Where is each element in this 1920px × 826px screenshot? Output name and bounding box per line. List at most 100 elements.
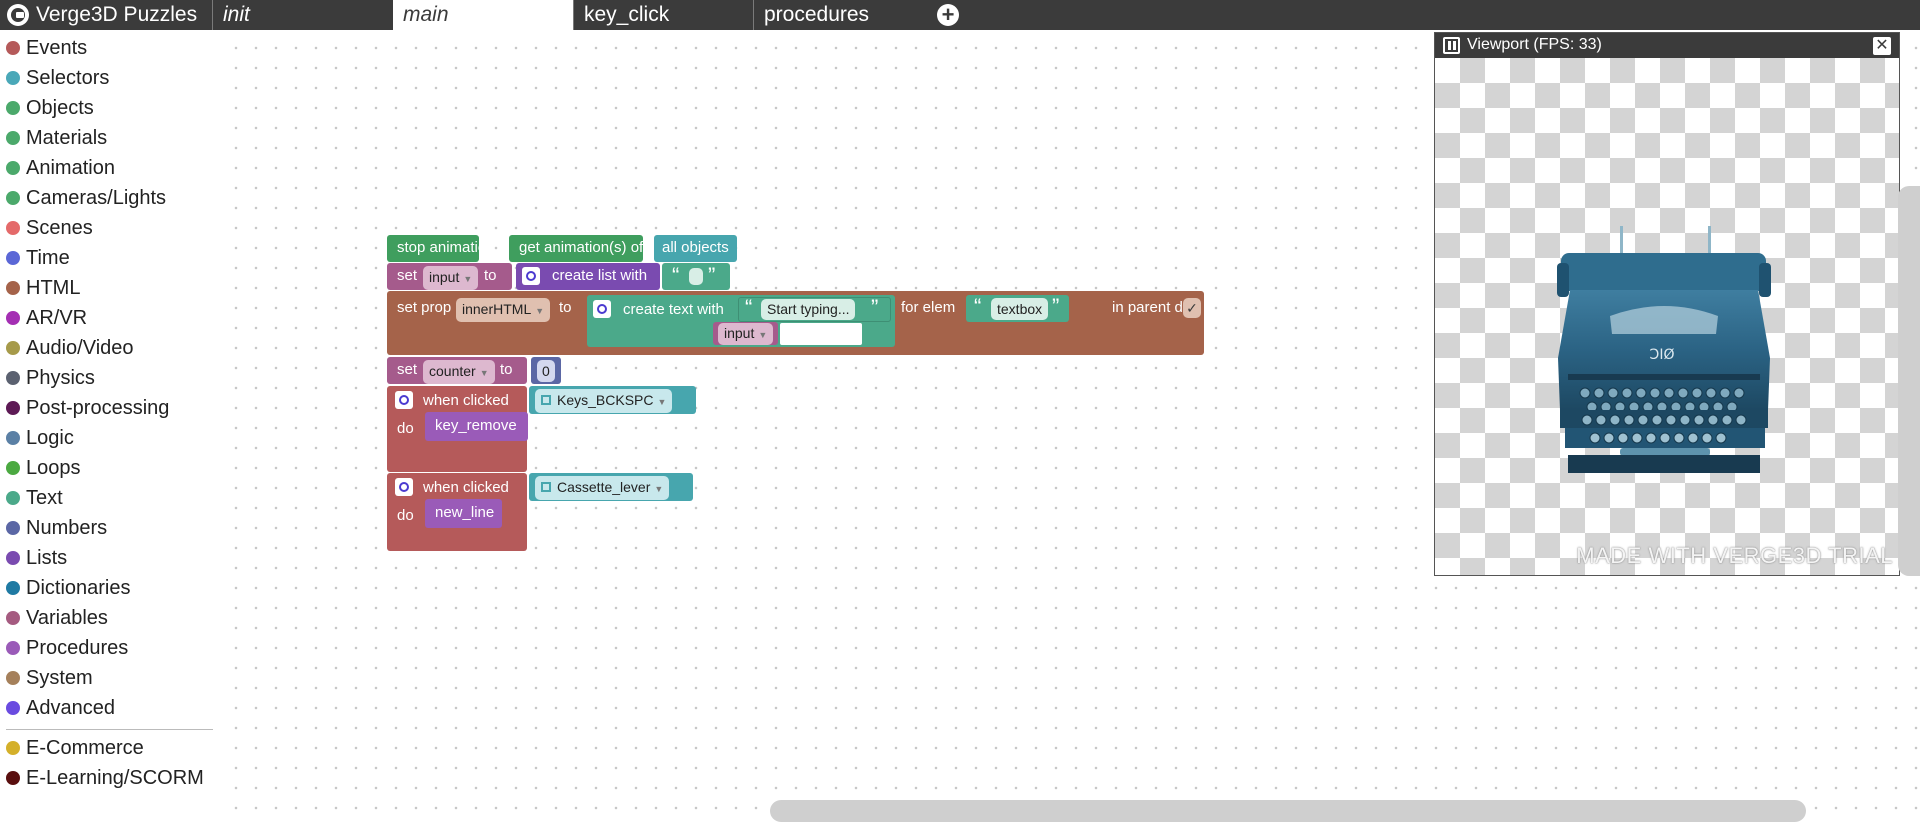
category-color-dot [6, 771, 20, 785]
variable-dropdown[interactable]: input▼ [423, 266, 479, 290]
category-label: Logic [26, 426, 74, 449]
procedure-call-block[interactable]: new_line [425, 499, 502, 528]
tab-main[interactable]: main [393, 0, 573, 30]
sidebar-item-animation[interactable]: Animation [0, 154, 218, 182]
sidebar-item-time[interactable]: Time [0, 244, 218, 272]
object-selector-block[interactable]: Cassette_lever▼ [529, 473, 693, 501]
property-name: innerHTML [462, 301, 532, 317]
sidebar-item-e-commerce[interactable]: E-Commerce [0, 734, 218, 762]
open-quote: “ [974, 294, 982, 319]
tab-init[interactable]: init [212, 0, 393, 30]
category-color-dot [6, 741, 20, 755]
sidebar-divider [6, 729, 213, 730]
text-field[interactable]: Start typing... [761, 299, 856, 320]
dropdown-arrow-icon: ▼ [535, 306, 545, 316]
category-color-dot [6, 641, 20, 655]
mutator-gear-icon[interactable] [522, 267, 540, 285]
viewport-canvas[interactable]: ƆIØ MADE WITH VERGE3D TRIAL [1435, 58, 1899, 575]
all-objects-selector-block[interactable]: all objects [654, 235, 737, 262]
sidebar-item-text[interactable]: Text [0, 484, 218, 512]
object-selector-block[interactable]: Keys_BCKSPC▼ [529, 386, 696, 414]
stop-animation-block[interactable]: stop animation [387, 235, 495, 262]
viewport-scrollbar[interactable] [1898, 186, 1920, 576]
block-label: to [559, 299, 572, 316]
block-label: set [397, 267, 418, 284]
sidebar-item-ar-vr[interactable]: AR/VR [0, 304, 218, 332]
empty-text-field[interactable] [689, 268, 703, 285]
create-list-block[interactable]: create list with [516, 263, 660, 290]
number-field[interactable]: 0 [537, 360, 555, 382]
sidebar-item-advanced[interactable]: Advanced [0, 694, 218, 722]
block-label: set prop [397, 299, 452, 316]
open-quote: “ [745, 295, 753, 320]
category-color-dot [6, 221, 20, 235]
sidebar-item-variables[interactable]: Variables [0, 604, 218, 632]
sidebar-item-loops[interactable]: Loops [0, 454, 218, 482]
category-label: HTML [26, 276, 81, 299]
tab-key-click[interactable]: key_click [573, 0, 753, 30]
add-tab-plus-icon[interactable]: + [937, 4, 959, 26]
mutator-gear-icon[interactable] [395, 391, 413, 409]
category-label: Materials [26, 126, 108, 149]
tab-label: key_click [584, 3, 670, 26]
mutator-gear-icon[interactable] [593, 300, 611, 318]
close-icon[interactable]: ✕ [1873, 37, 1891, 55]
category-label: Variables [26, 606, 108, 629]
input-variable-getter-block[interactable]: input▼ [713, 322, 778, 345]
category-color-dot [6, 71, 20, 85]
block-label: create list with [552, 267, 648, 284]
sidebar-item-materials[interactable]: Materials [0, 124, 218, 152]
category-label: Time [26, 246, 70, 269]
object-dropdown[interactable]: Keys_BCKSPC▼ [535, 389, 673, 413]
sidebar-item-events[interactable]: Events [0, 34, 218, 62]
procedure-call-block[interactable]: key_remove [425, 412, 528, 441]
sidebar-item-html[interactable]: HTML [0, 274, 218, 302]
object-dropdown[interactable]: Cassette_lever▼ [535, 476, 670, 500]
number-block[interactable]: 0 [531, 357, 561, 384]
sidebar-item-objects[interactable]: Objects [0, 94, 218, 122]
empty-text-block[interactable]: “ ” [662, 263, 730, 290]
category-label: Loops [26, 456, 81, 479]
create-text-block[interactable]: create text with “ Start typing... ” inp… [587, 295, 895, 347]
dropdown-arrow-icon: ▼ [654, 484, 664, 494]
block-label: new_line [435, 504, 495, 521]
category-label: Lists [26, 546, 68, 569]
mutator-gear-icon[interactable] [395, 478, 413, 496]
category-color-dot [6, 431, 20, 445]
parent-doc-checkbox[interactable]: ✓ [1183, 298, 1201, 318]
variable-dropdown[interactable]: input▼ [718, 323, 774, 345]
empty-input-slot[interactable] [780, 323, 862, 345]
pause-icon[interactable] [1443, 37, 1460, 54]
category-color-dot [6, 41, 20, 55]
sidebar-item-physics[interactable]: Physics [0, 364, 218, 392]
cube-icon [541, 482, 551, 492]
textbox-text-block[interactable]: “ textbox ” [966, 294, 1069, 322]
get-animations-block[interactable]: get animation(s) of [509, 235, 643, 262]
text-field[interactable]: textbox [991, 298, 1049, 320]
sidebar-item-selectors[interactable]: Selectors [0, 64, 218, 92]
viewport-title: Viewport (FPS: 33) [1467, 36, 1602, 53]
variable-dropdown[interactable]: counter▼ [423, 360, 495, 384]
sidebar-item-procedures[interactable]: Procedures [0, 634, 218, 662]
logo-tab[interactable]: Verge3D Puzzles [0, 0, 212, 30]
category-label: Events [26, 36, 88, 59]
set-counter-variable-block[interactable]: set counter▼ to [387, 357, 527, 384]
sidebar-item-logic[interactable]: Logic [0, 424, 218, 452]
workspace-horizontal-scrollbar[interactable] [770, 800, 1806, 822]
sidebar-item-lists[interactable]: Lists [0, 544, 218, 572]
sidebar-item-numbers[interactable]: Numbers [0, 514, 218, 542]
tab-procedures[interactable]: procedures [753, 0, 933, 30]
sidebar-item-cameras-lights[interactable]: Cameras/Lights [0, 184, 218, 212]
block-label: to [484, 267, 497, 284]
property-dropdown[interactable]: innerHTML▼ [456, 298, 551, 322]
viewport-header[interactable]: Viewport (FPS: 33) ✕ [1435, 33, 1899, 58]
sidebar-item-post-processing[interactable]: Post-processing [0, 394, 218, 422]
sidebar-item-e-learning-scorm[interactable]: E-Learning/SCORM [0, 764, 218, 792]
set-input-variable-block[interactable]: set input▼ to [387, 263, 512, 290]
sidebar-item-audio-video[interactable]: Audio/Video [0, 334, 218, 362]
sidebar-item-dictionaries[interactable]: Dictionaries [0, 574, 218, 602]
text-literal-block[interactable]: “ Start typing... ” [738, 295, 891, 322]
category-color-dot [6, 371, 20, 385]
sidebar-item-system[interactable]: System [0, 664, 218, 692]
sidebar-item-scenes[interactable]: Scenes [0, 214, 218, 242]
